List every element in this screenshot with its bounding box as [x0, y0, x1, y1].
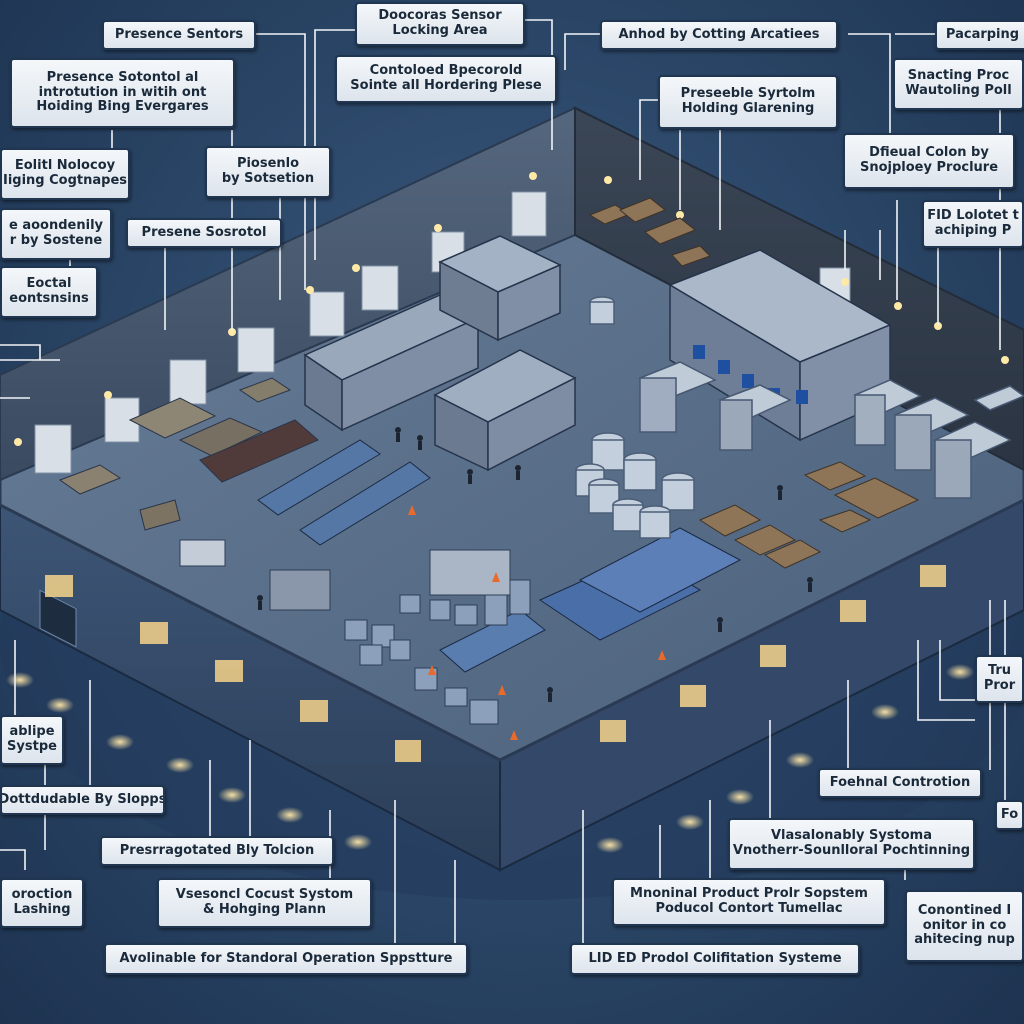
callout-line: Dfieual Colon by: [869, 145, 989, 161]
callout-line: Doocoras Sensor: [378, 8, 502, 24]
callout-line: Vlasalonably Systoma: [770, 828, 932, 844]
callout-line: Presence Sentors: [114, 26, 244, 42]
callout-line: e aoondenily: [9, 218, 103, 234]
callout-line: Avolinable for Standoral Operation Sppst…: [119, 950, 453, 966]
callout-label: Vlasalonably Systoma Vnotherr-Sounlloral…: [728, 818, 975, 870]
callout-label: Contoloed Bpecorold Sointe all Hordering…: [335, 55, 557, 103]
callout-label: Eolitl Nolocoy Iiging Cogtnapes: [0, 148, 130, 200]
callout-line: Tru: [987, 663, 1012, 679]
small-crates: [179, 539, 531, 725]
callout-label: Foehnal Controtion: [818, 768, 982, 798]
callout-label: Anhod by Cotting Arcatiees: [600, 20, 838, 50]
callout-label: Fo: [995, 800, 1024, 830]
callout-label: Pacarping: [935, 20, 1024, 50]
callout-line: Fo: [1000, 806, 1019, 822]
callout-label: Preseeble Syrtolm Holding Glarening: [658, 75, 838, 129]
callout-line: Snacting Proc: [907, 68, 1010, 84]
callout-line: Pacarping: [945, 26, 1020, 42]
callout-line: Vsesoncl Cocust Systom: [175, 887, 354, 903]
callout-line: Systpe: [7, 739, 57, 754]
loading-doors: [39, 589, 77, 648]
callout-line: Preseeble Syrtolm: [680, 86, 816, 102]
callout-label: e aoondenily r by Sostene: [0, 208, 112, 260]
callout-line: oroction: [11, 887, 73, 903]
callout-line: Dottdudable By Slopps: [0, 791, 165, 807]
callout-line: Locking Area: [392, 23, 488, 38]
callout-label: Presene Sosrotol: [126, 218, 282, 248]
wall-lights: [14, 172, 1009, 446]
callout-line: Vnotherr-Sounlloral Pochtinning: [732, 843, 971, 858]
callout-line: Conontined I: [917, 902, 1012, 918]
callout-line: Eolitl Nolocoy: [14, 158, 116, 174]
ground-lights: [6, 664, 974, 853]
callout-label: Presrragotated Bly Tolcion: [100, 836, 334, 866]
callout-label: Snacting Proc Wautoling Poll: [893, 58, 1024, 110]
callout-label: Dottdudable By Slopps: [0, 785, 165, 815]
callout-line: Sointe all Hordering Plese: [350, 78, 542, 93]
callout-line: Wautoling Poll: [905, 83, 1012, 98]
callout-label: Eoctal eontsnsins: [0, 266, 98, 318]
callout-line: onitor in co: [922, 917, 1007, 933]
callout-label: Dfieual Colon by Snojploey Proclure: [843, 133, 1015, 189]
callout-line: Hoiding Bing Evergares: [36, 99, 209, 115]
callout-label: Doocoras Sensor Locking Area: [355, 2, 525, 46]
right-machines: [638, 361, 1024, 499]
callout-line: Snojploey Proclure: [859, 160, 999, 175]
door-lights: [45, 565, 946, 762]
wall-windows: [34, 191, 851, 474]
callout-label: Vsesoncl Cocust Systom & Hohging Plann: [157, 878, 372, 928]
callout-line: eontsnsins: [9, 291, 89, 306]
callout-line: FID Lolotet t: [927, 208, 1019, 224]
callout-line: achiping P: [934, 223, 1012, 238]
callout-line: by Sotsetion: [221, 171, 315, 186]
callout-line: Contoloed Bpecorold: [369, 63, 523, 79]
callout-line: Presence Sotontol al: [46, 69, 199, 85]
callout-line: ablipe: [9, 724, 55, 740]
callout-label: LID ED Prodol Colifitation Systeme: [570, 943, 860, 975]
callout-label: Mnoninal Product Prolr Sopstem Poducol C…: [612, 878, 886, 926]
callout-line: Eoctal: [26, 276, 72, 292]
callout-line: & Hohging Plann: [202, 902, 327, 917]
callout-line: Iiging Cogtnapes: [2, 173, 128, 188]
callout-line: Mnoninal Product Prolr Sopstem: [630, 886, 868, 902]
callout-line: ahitecing nup: [914, 932, 1015, 948]
callout-line: Lashing: [13, 902, 71, 917]
pallet-racks: [58, 377, 319, 531]
callout-line: Presrragotated Bly Tolcion: [119, 842, 315, 858]
workers: [257, 427, 813, 702]
callout-label: Piosenlo by Sotsetion: [205, 146, 331, 198]
callout-label: Presence Sentors: [102, 20, 256, 50]
callout-label: oroction Lashing: [0, 878, 84, 928]
brown-pallets: [588, 197, 920, 569]
callout-label: FID Lolotet t achiping P: [922, 200, 1024, 248]
callout-line: Holding Glarening: [681, 101, 815, 116]
callout-label: Tru Pror: [975, 655, 1024, 703]
callout-line: introtution in witih ont: [38, 84, 207, 100]
storage-tanks: [575, 296, 695, 539]
callout-line: LID ED Prodol Colifitation Systeme: [588, 950, 842, 966]
callout-label: Presence Sotontol al introtution in witi…: [10, 58, 235, 128]
callout-label: Conontined I onitor in co ahitecing nup: [905, 890, 1024, 962]
callout-line: Presene Sosrotol: [141, 224, 267, 240]
callout-line: Foehnal Controtion: [829, 774, 971, 790]
callout-label: Avolinable for Standoral Operation Sppst…: [104, 943, 468, 975]
callout-line: Pror: [983, 678, 1016, 693]
callout-line: Poducol Contort Tumellac: [655, 901, 843, 916]
callout-line: Anhod by Cotting Arcatiees: [618, 26, 820, 42]
callout-line: Piosenlo: [236, 156, 300, 172]
callout-label: ablipe Systpe: [0, 715, 64, 765]
blue-rack-rows: [257, 439, 742, 673]
callout-line: r by Sostene: [9, 233, 103, 248]
traffic-cones: [408, 505, 666, 740]
